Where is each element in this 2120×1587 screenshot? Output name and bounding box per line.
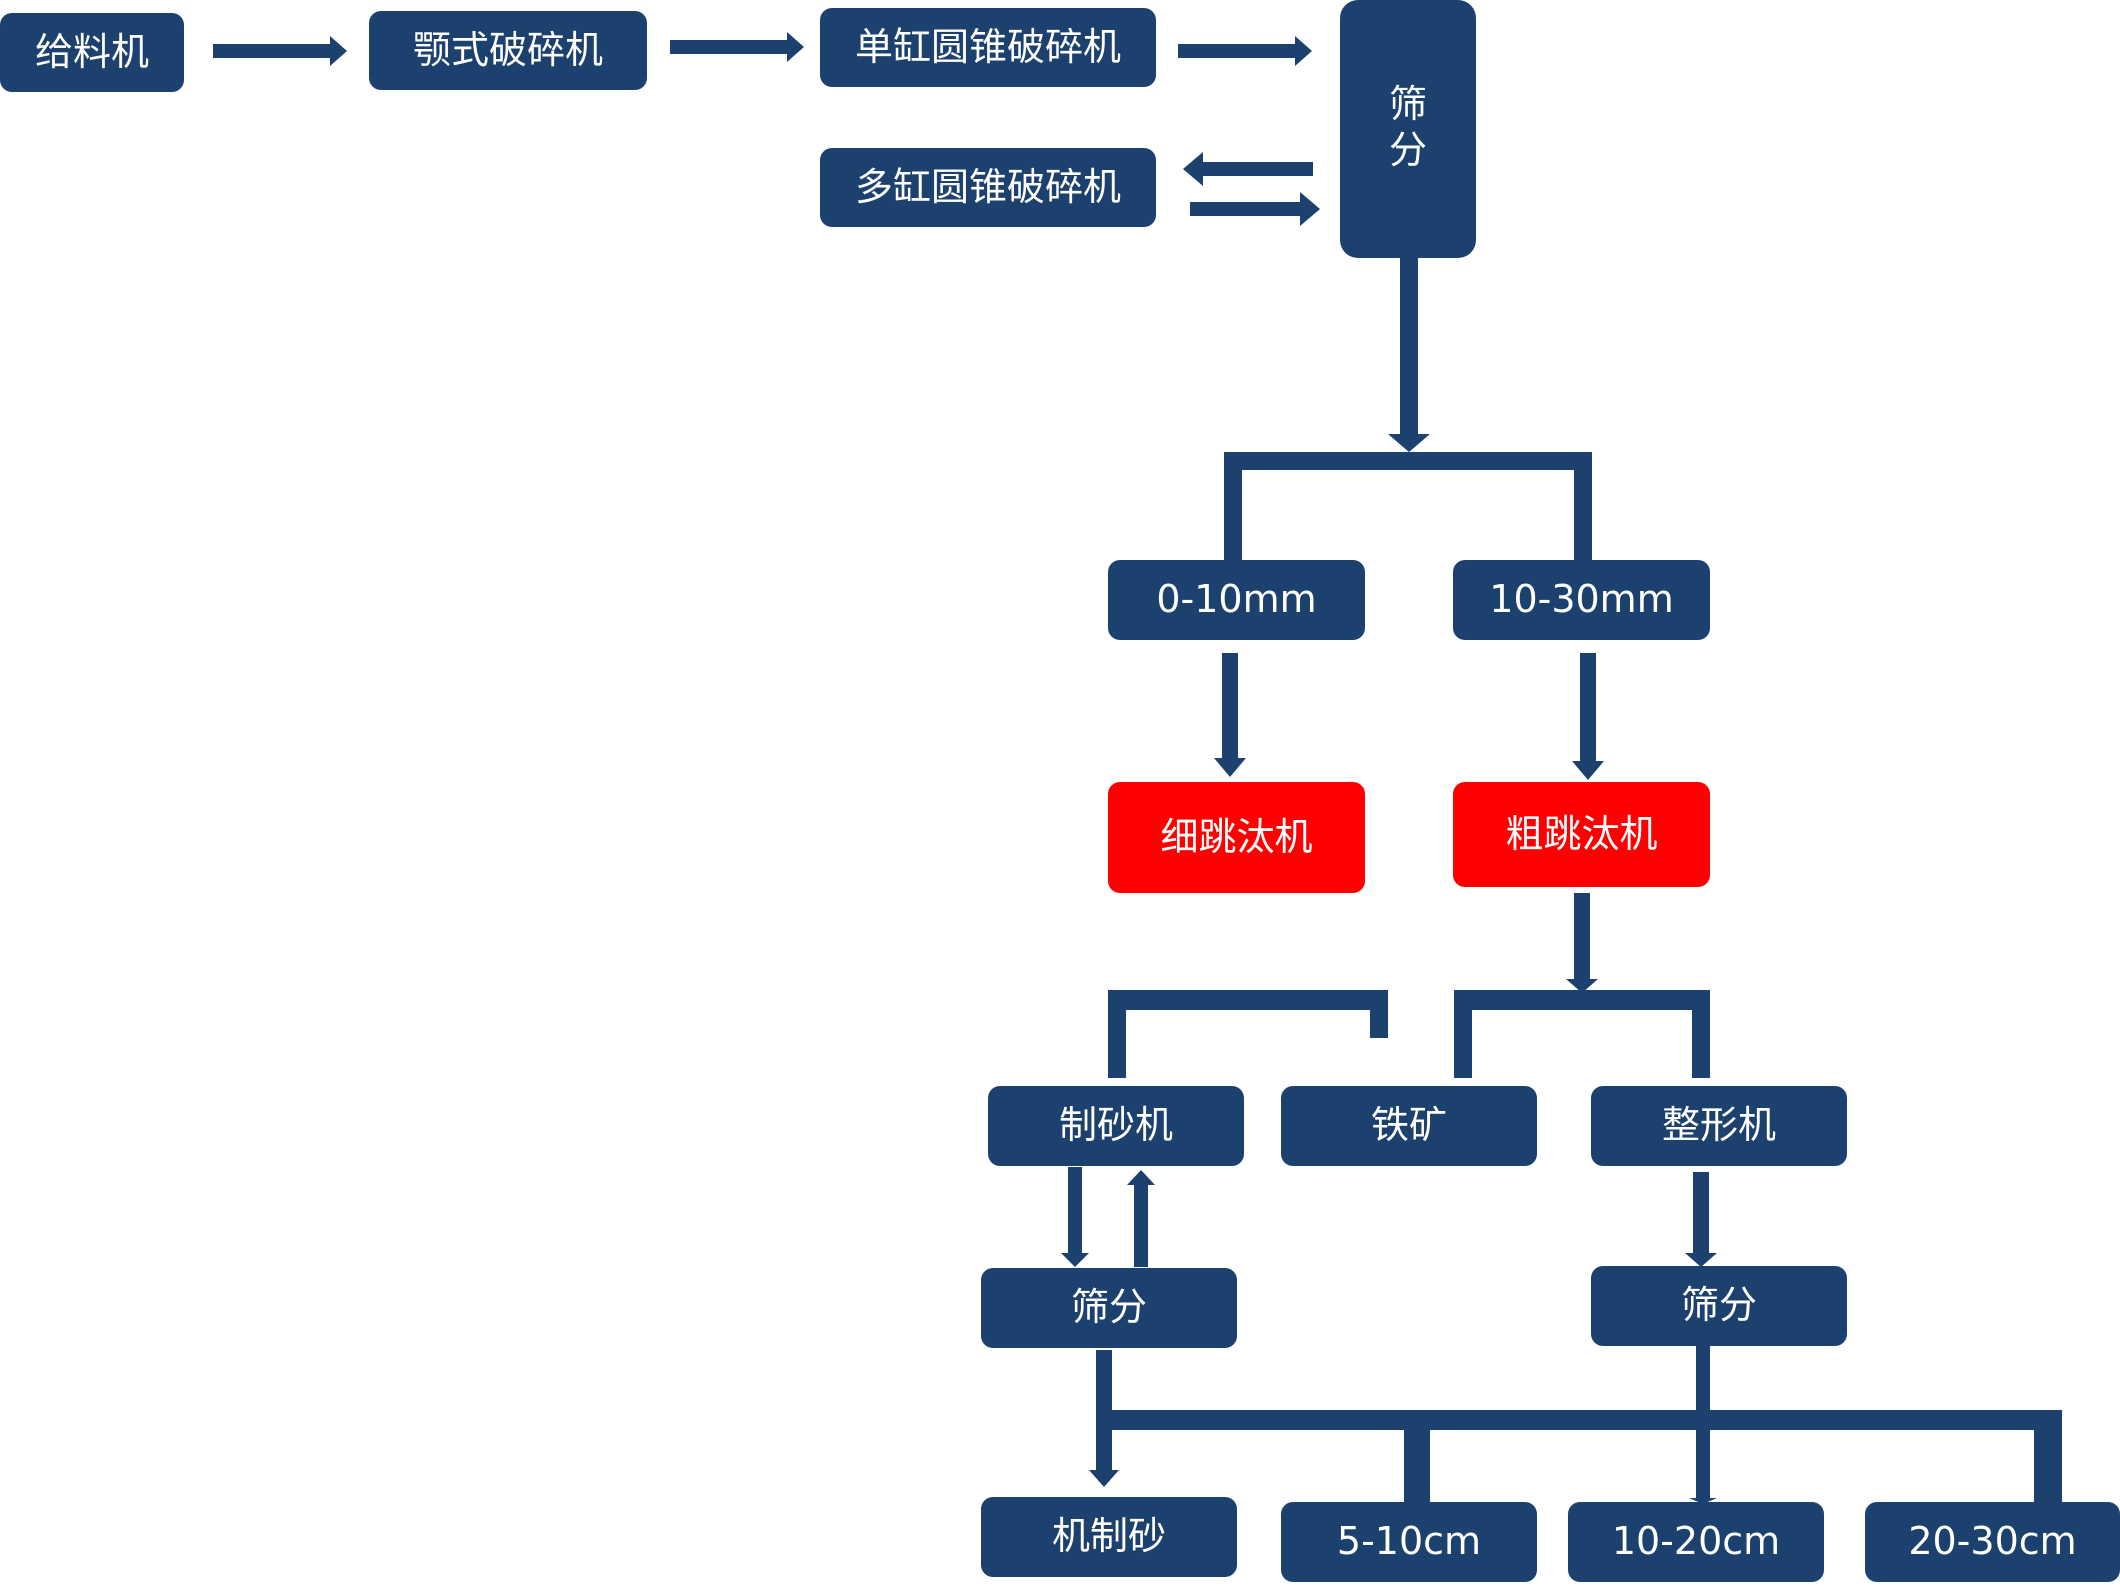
- node-screening-left: 筛分: [981, 1268, 1237, 1348]
- arrow-10-30mm-to-coarse-jig-head: [1572, 761, 1604, 780]
- line-split-1-right: [1574, 452, 1592, 560]
- arrow-to-machine-sand-head: [1089, 1470, 1119, 1487]
- arrow-screen-to-sand-maker-head: [1127, 1170, 1155, 1185]
- line-split-2-right: [1692, 990, 1710, 1078]
- node-screening-right: 筛分: [1591, 1266, 1847, 1346]
- line-to-5-10cm: [1404, 1410, 1430, 1502]
- node-sand-maker: 制砂机: [988, 1086, 1244, 1166]
- arrow-jaw-to-single-cone: [670, 32, 804, 62]
- node-fine-jig: 细跳汰机: [1108, 782, 1365, 893]
- line-bracket-left-right: [1370, 990, 1388, 1038]
- node-single-cylinder-cone-crusher: 单缸圆锥破碎机: [820, 8, 1156, 87]
- line-to-machine-sand: [1096, 1410, 1112, 1472]
- node-machine-made-sand: 机制砂: [981, 1497, 1237, 1577]
- arrow-sand-maker-to-screen-head: [1061, 1253, 1089, 1267]
- arrow-0-10mm-to-fine-jig-head: [1214, 758, 1246, 777]
- node-product-20-30cm: 20-30cm: [1865, 1502, 2120, 1582]
- node-multi-cylinder-cone-crusher: 多缸圆锥破碎机: [820, 148, 1156, 227]
- line-screen-to-sand-maker: [1134, 1184, 1148, 1267]
- line-split-1-horizontal: [1224, 452, 1592, 470]
- node-jaw-crusher: 颚式破碎机: [369, 11, 647, 90]
- node-product-5-10cm: 5-10cm: [1281, 1502, 1537, 1582]
- node-screening-primary-label: 筛分: [1389, 82, 1428, 172]
- arrow-screen-to-multi-cone: [1183, 152, 1313, 186]
- node-shaping-machine: 整形机: [1591, 1086, 1847, 1166]
- arrow-screen-down-head: [1388, 434, 1430, 452]
- line-shaping-to-screen: [1693, 1172, 1709, 1255]
- line-split-2-horizontal: [1454, 990, 1710, 1010]
- line-screen-down: [1400, 258, 1418, 436]
- node-iron-ore: 铁矿: [1281, 1086, 1537, 1166]
- line-to-20-30cm: [2034, 1410, 2062, 1502]
- node-product-10-20cm: 10-20cm: [1568, 1502, 1824, 1582]
- arrow-to-10-20cm-head: [1689, 1498, 1717, 1504]
- line-bracket-left-left: [1108, 990, 1126, 1078]
- node-feeder: 给料机: [0, 13, 184, 92]
- line-right-screen-down: [1696, 1346, 1710, 1500]
- arrow-shaping-to-screen-head: [1685, 1253, 1717, 1267]
- line-0-10mm-to-fine-jig: [1222, 653, 1238, 758]
- line-coarse-jig-down: [1574, 893, 1590, 981]
- node-size-0-10mm: 0-10mm: [1108, 560, 1365, 640]
- arrow-multi-cone-to-screen: [1190, 192, 1320, 226]
- arrow-single-cone-to-screen: [1178, 36, 1312, 66]
- line-sand-maker-to-screen: [1068, 1167, 1082, 1255]
- line-10-30mm-to-coarse-jig: [1580, 653, 1596, 761]
- arrow-feeder-to-jaw: [213, 36, 347, 66]
- node-coarse-jig: 粗跳汰机: [1453, 782, 1710, 887]
- line-bracket-left-horizontal: [1108, 990, 1388, 1010]
- node-screening-primary: 筛分: [1340, 0, 1476, 258]
- node-size-10-30mm: 10-30mm: [1453, 560, 1710, 640]
- arrow-coarse-jig-down-head: [1566, 979, 1598, 993]
- line-split-1-left: [1224, 452, 1242, 560]
- line-split-2-left: [1454, 990, 1472, 1078]
- line-bottom-horizontal: [1096, 1410, 2058, 1430]
